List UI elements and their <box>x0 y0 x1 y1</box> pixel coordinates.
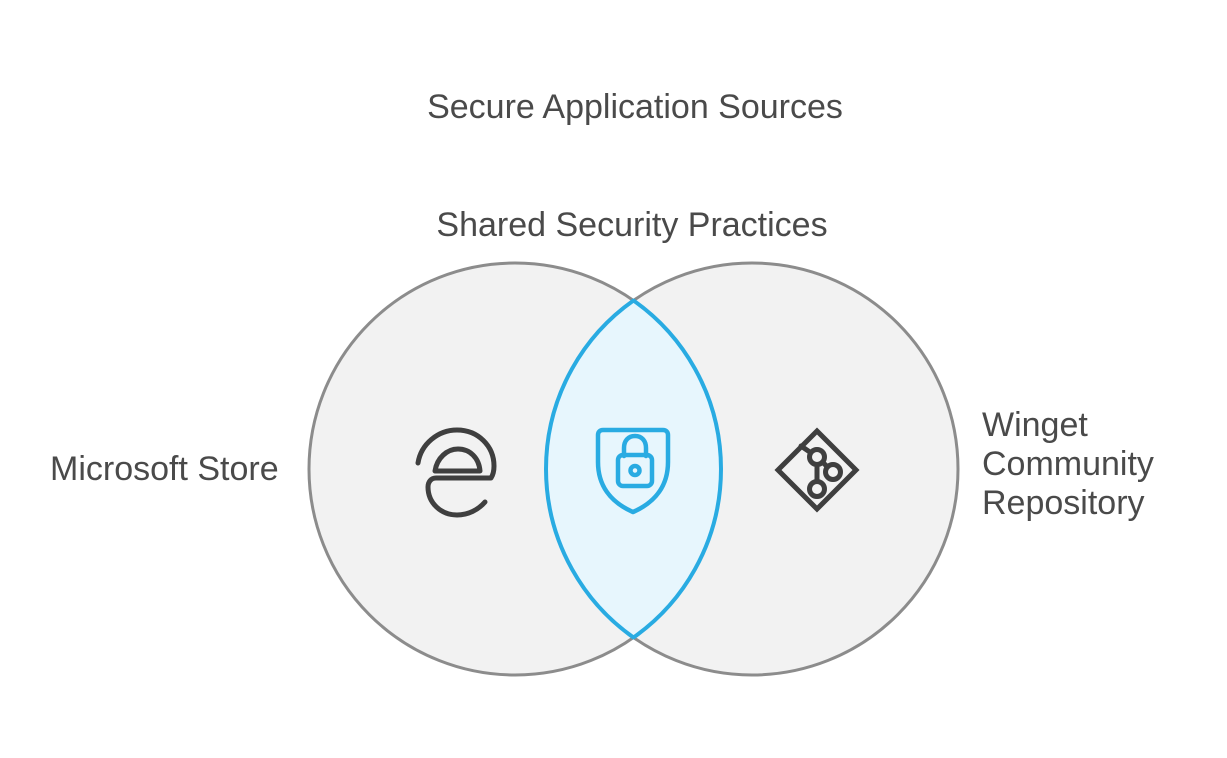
edge-browser-icon <box>415 427 497 518</box>
right-set-label: Winget Community Repository <box>982 406 1154 522</box>
overlap-region <box>544 298 723 640</box>
git-repository-icon <box>774 427 860 513</box>
left-set-label: Microsoft Store <box>50 450 279 488</box>
page-title: Secure Application Sources <box>427 88 843 126</box>
overlap-label: Shared Security Practices <box>436 206 828 244</box>
venn-graphic <box>307 261 960 677</box>
shield-lock-icon <box>595 427 671 515</box>
